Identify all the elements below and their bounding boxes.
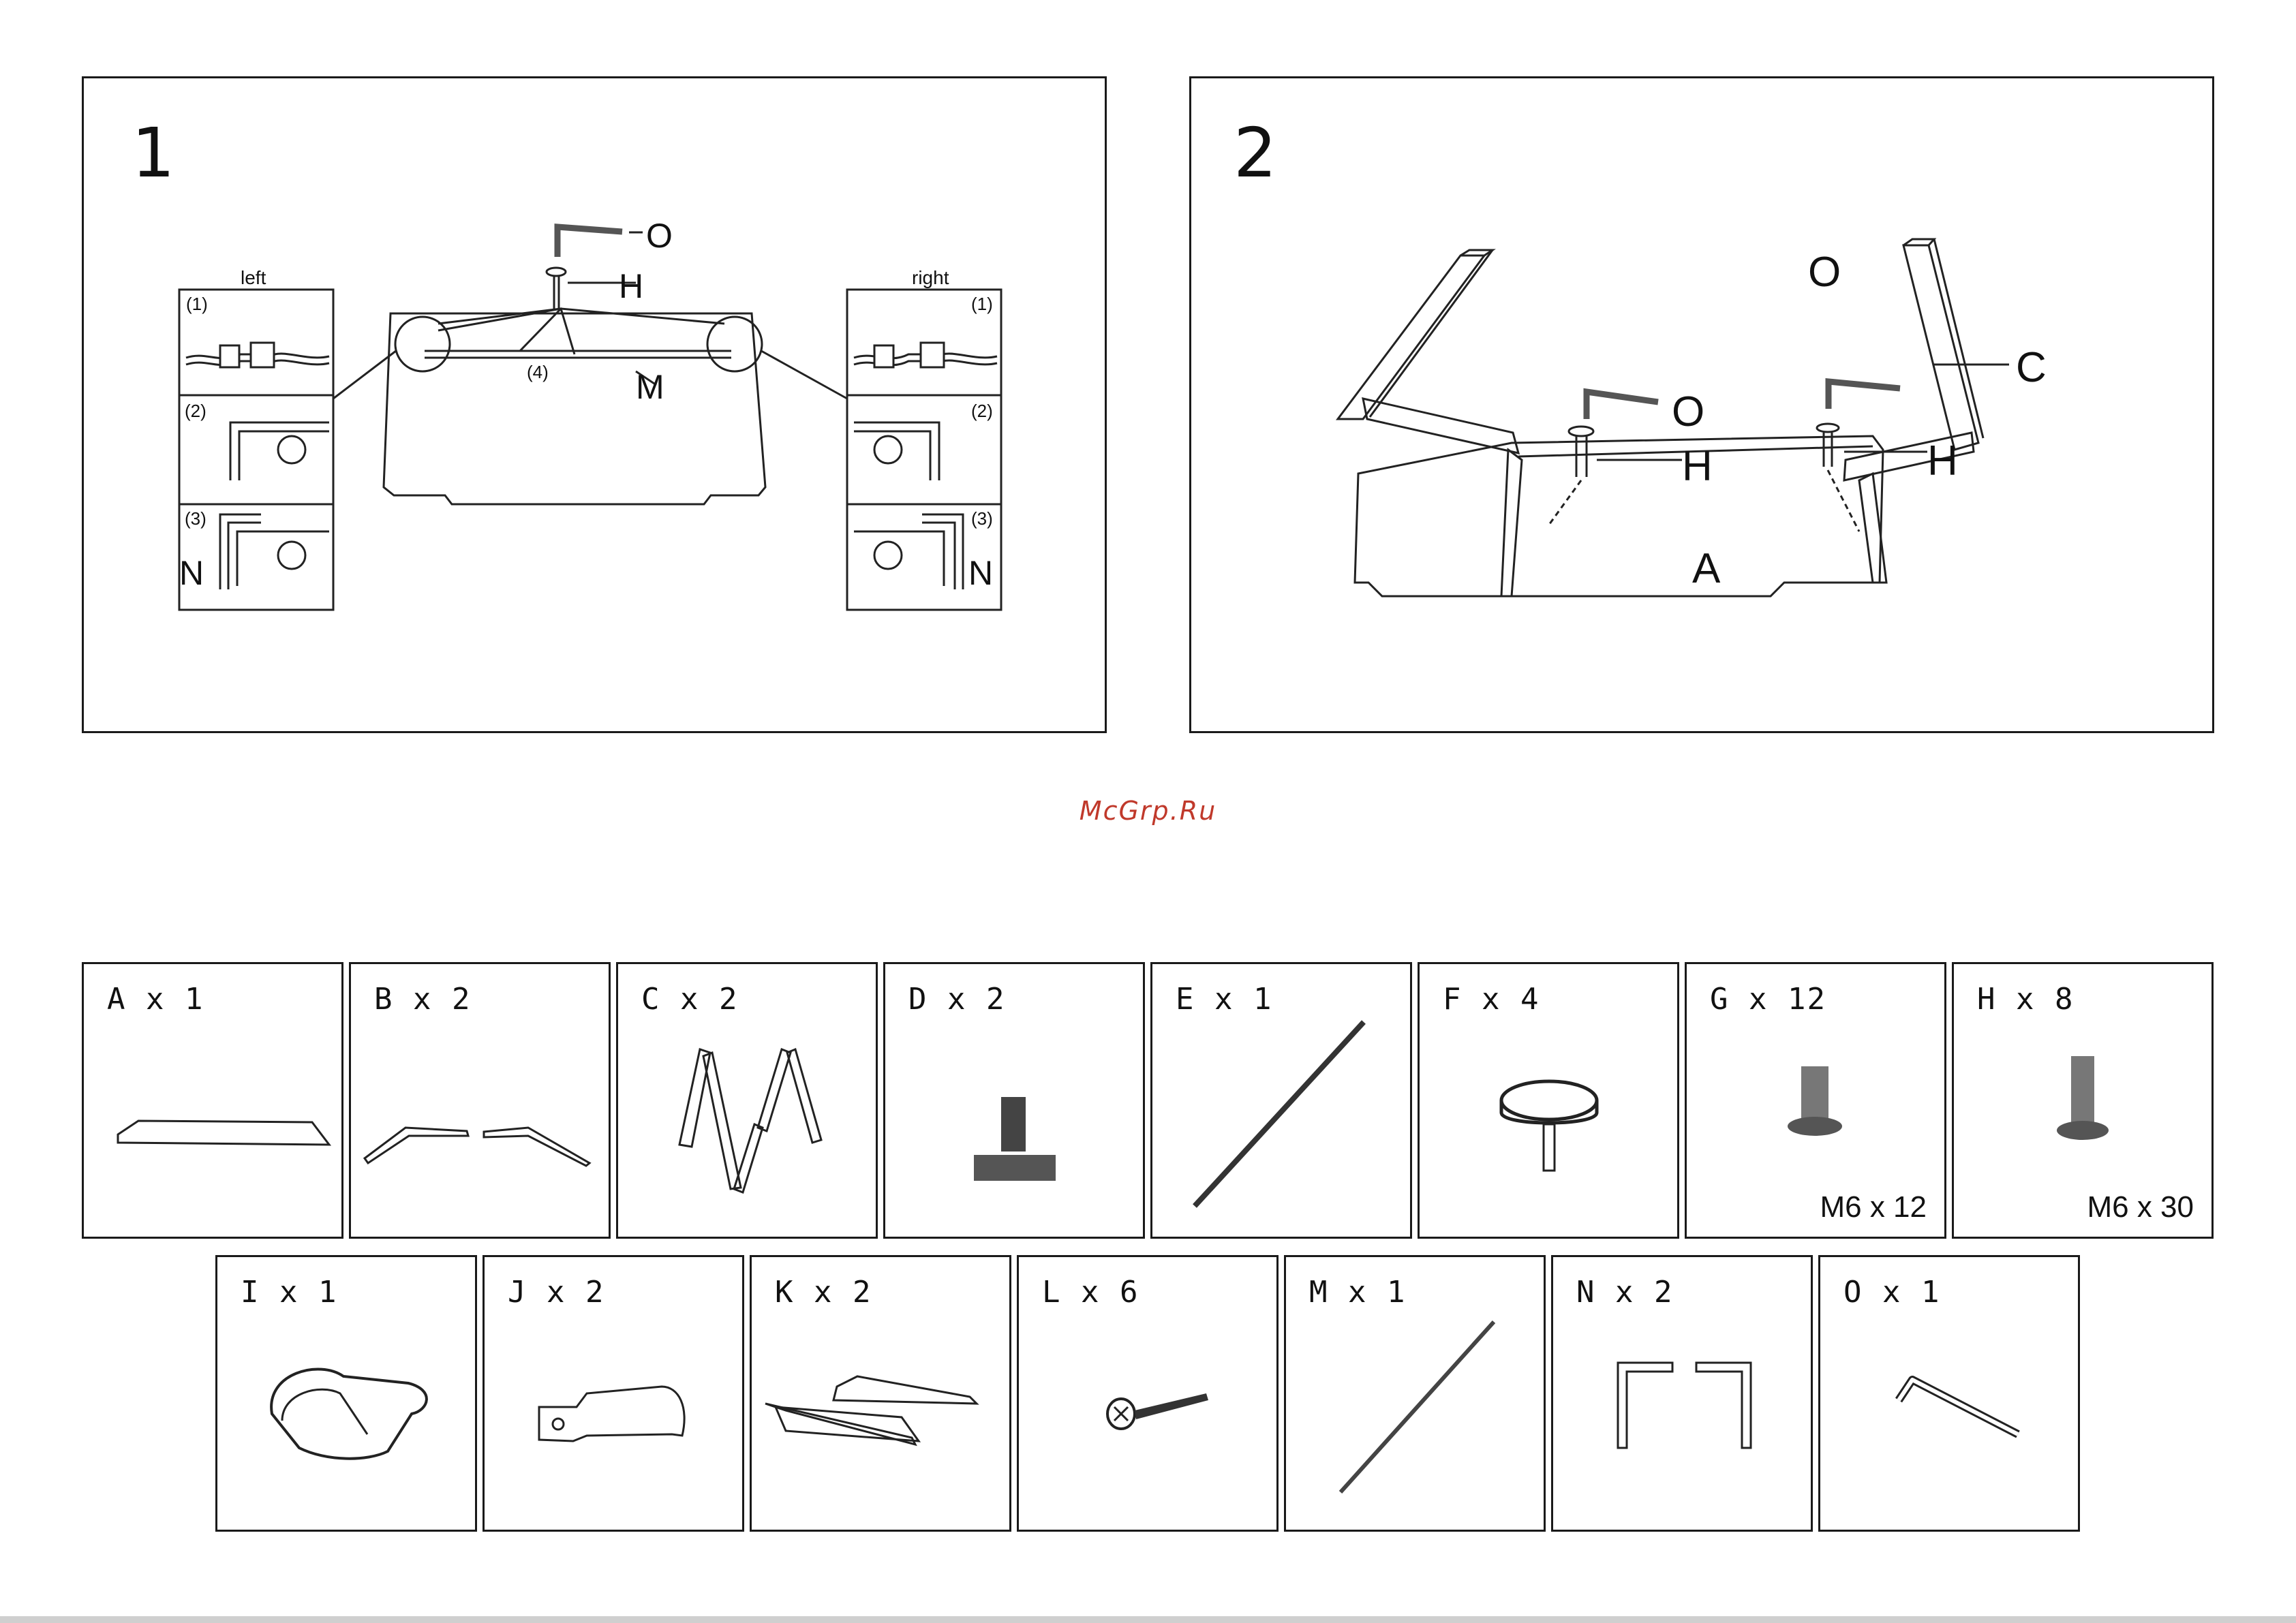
cam-lock-icon <box>1420 964 1681 1241</box>
label-H: H <box>619 267 643 305</box>
part-a: A x 1 <box>82 962 343 1239</box>
sub-label-3: (3) <box>185 508 206 529</box>
part-j: J x 2 <box>483 1255 744 1532</box>
part-d: D x 2 <box>883 962 1145 1239</box>
side-rail-icon <box>351 964 613 1241</box>
long-rod-icon <box>1286 1257 1548 1534</box>
label-N-left: N <box>179 554 204 592</box>
step-1-panel: 1 <box>82 76 1107 733</box>
right-label: right <box>912 267 949 288</box>
label-O-left: O <box>1672 388 1704 435</box>
l-bracket-icon <box>1553 1257 1815 1534</box>
part-l: L x 6 <box>1017 1255 1279 1532</box>
foot-adjuster-icon <box>885 964 1147 1241</box>
part-b: B x 2 <box>349 962 611 1239</box>
part-i: I x 1 <box>215 1255 477 1532</box>
watermark: McGrp.Ru <box>0 796 2296 826</box>
leg-frame-icon <box>618 964 880 1241</box>
sub-label-3-right: (3) <box>971 508 993 529</box>
step-1-illustration: left right (1) (1) (2) (2) (3) (3) (4) O… <box>84 78 1109 735</box>
allen-key-icon <box>1820 1257 2082 1534</box>
headphone-hook-icon <box>217 1257 479 1534</box>
step-2-panel: 2 <box>1189 76 2214 733</box>
label-C: C <box>2016 344 2047 391</box>
page-footer-line <box>0 1616 2296 1623</box>
bolt-long-icon <box>1954 964 2216 1241</box>
sub-label-4: (4) <box>527 362 549 382</box>
label-N-right: N <box>968 554 993 592</box>
sub-label-2: (2) <box>185 401 206 421</box>
label-O-top: O <box>1808 249 1841 296</box>
part-o: O x 1 <box>1818 1255 2080 1532</box>
wood-screw-icon <box>1019 1257 1281 1534</box>
part-m: M x 1 <box>1284 1255 1546 1532</box>
left-label: left <box>241 267 266 288</box>
label-H-left: H <box>1682 443 1713 490</box>
part-n: N x 2 <box>1551 1255 1813 1532</box>
step-2-illustration: O O C H H A <box>1191 78 2216 735</box>
bolt-short-icon <box>1687 964 1948 1241</box>
part-f: F x 4 <box>1418 962 1679 1239</box>
rod-icon <box>1152 964 1414 1241</box>
part-h: H x 8 M6 x 30 <box>1952 962 2214 1239</box>
sub-label-2-right: (2) <box>971 401 993 421</box>
sub-label-1-right: (1) <box>971 294 993 314</box>
label-H-right: H <box>1927 437 1958 484</box>
side-panel-icon <box>752 1257 1013 1534</box>
label-O: O <box>646 217 673 255</box>
desktop-icon <box>84 964 346 1241</box>
label-A: A <box>1692 545 1721 592</box>
part-c: C x 2 <box>616 962 878 1239</box>
part-g: G x 12 M6 x 12 <box>1685 962 1946 1239</box>
part-e: E x 1 <box>1150 962 1412 1239</box>
sub-label-1: (1) <box>186 294 208 314</box>
bracket-plate-icon <box>485 1257 746 1534</box>
label-M: M <box>636 368 664 406</box>
part-k: K x 2 <box>750 1255 1011 1532</box>
